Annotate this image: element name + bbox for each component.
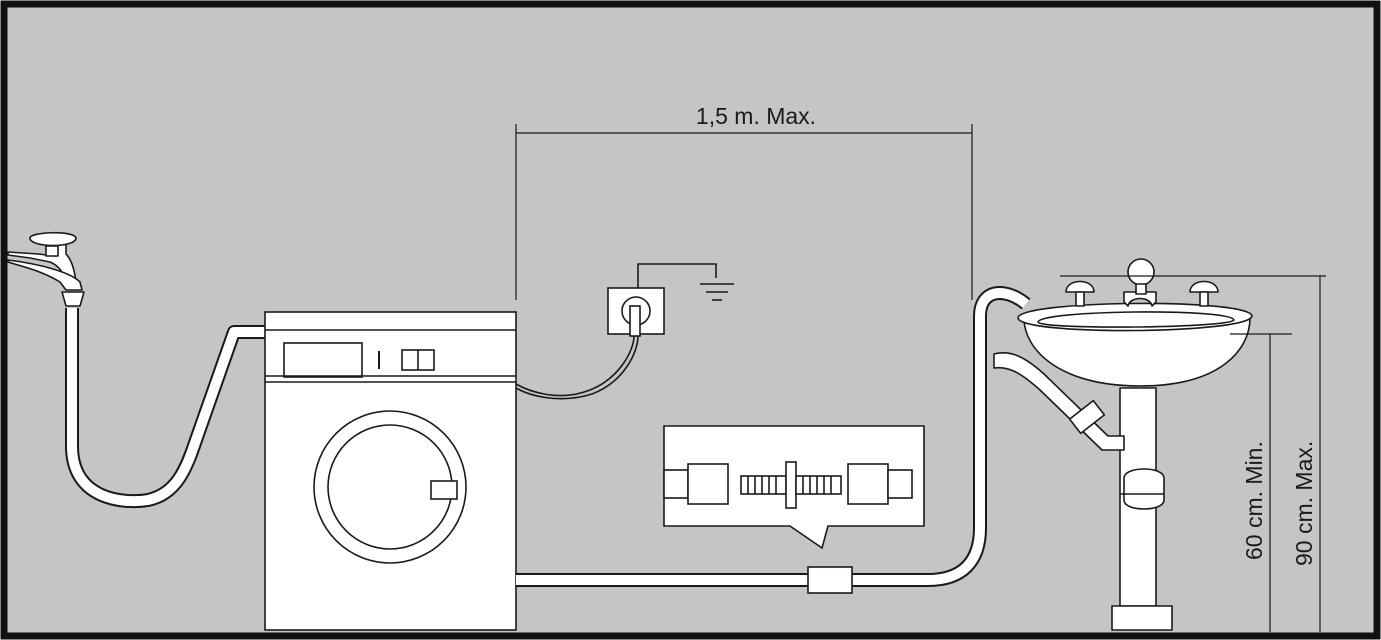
water-tap-icon [7,231,85,307]
height-dimensions [1060,275,1326,632]
sink [993,258,1253,631]
span-label: 1,5 m. Max. [696,103,816,129]
min-height-label: 60 cm. Min. [1241,441,1267,560]
connector-detail-callout [663,425,925,550]
washing-machine [264,311,517,631]
inlet-hose [65,308,266,509]
power-socket-icon [515,263,717,400]
hose-connector [807,566,853,594]
drain-hose [516,286,1031,587]
span-dimension [515,124,973,300]
ground-icon [700,283,734,301]
max-height-label: 90 cm. Max. [1291,441,1317,566]
